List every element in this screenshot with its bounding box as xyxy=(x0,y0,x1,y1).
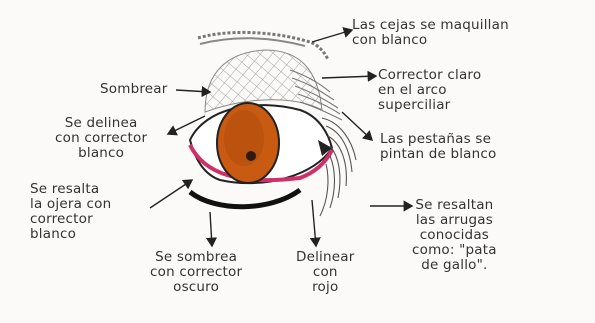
eyelid-shading xyxy=(204,49,323,113)
label-pestanas: Las pestañas se pintan de blanco xyxy=(380,131,497,162)
label-rojo: Delinear con rojo xyxy=(296,249,355,295)
eyebrow-shape xyxy=(197,30,330,61)
label-corrector-arco: Corrector claro en el arco superciliar xyxy=(378,67,482,113)
label-eyebrows: Las cejas se maquillan con blanco xyxy=(352,17,509,48)
pupil xyxy=(246,151,256,161)
label-sombrear: Sombrear xyxy=(100,81,168,97)
eyelash-strokes xyxy=(319,117,357,217)
brow-highlight-strokes xyxy=(289,69,343,121)
dark-under-eye xyxy=(188,187,302,210)
label-ojera: Se resalta la ojera con corrector blanco xyxy=(30,181,112,242)
red-lower-line xyxy=(188,144,334,183)
label-delinea: Se delinea con corrector blanco xyxy=(55,115,148,161)
label-arrugas: Se resaltan las arrugas conocidas como: … xyxy=(412,197,497,273)
label-sombrea-oscuro: Se sombrea con corrector oscuro xyxy=(150,249,243,295)
